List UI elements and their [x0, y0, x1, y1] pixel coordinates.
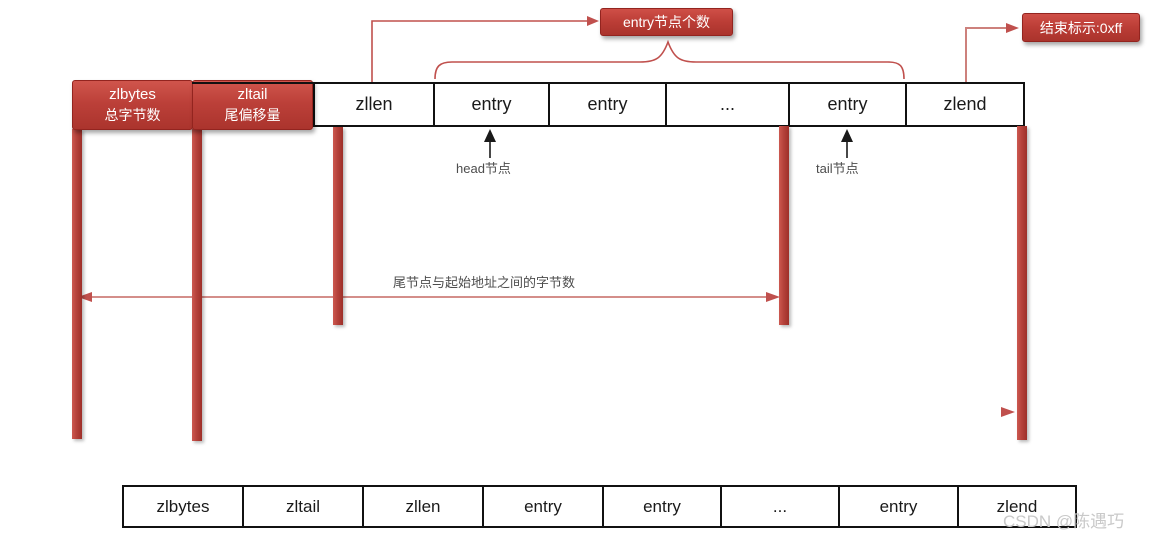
cell-label: zlend — [943, 94, 987, 114]
cell-zllen: zllen — [313, 82, 435, 127]
cell-label: entry — [587, 94, 628, 114]
cell-label: entry — [643, 496, 681, 516]
cell-entry-2: entry — [548, 82, 667, 127]
cell-label: entry — [524, 496, 562, 516]
cell-entry-head: entry — [433, 82, 550, 127]
cell-zlbytes-red: zlbytes 总字节数 — [72, 80, 193, 130]
cell-label: zllen — [405, 496, 441, 516]
cell-entry-tail: entry — [788, 82, 907, 127]
bottom-cell-zltail: zltail — [242, 485, 364, 528]
cell-label: zlbytes — [156, 496, 210, 516]
row-border-segment — [192, 82, 314, 84]
cell-label: zlbytes — [109, 86, 156, 104]
cell-label: entry — [471, 94, 512, 114]
tail-up-arrow-icon — [841, 129, 853, 158]
bottom-cell-entry-tail: entry — [838, 485, 959, 528]
callout-end-marker: 结束标示:0xff — [1022, 13, 1140, 42]
cell-sublabel: 尾偏移量 — [224, 106, 281, 123]
cell-ellipsis: ... — [665, 82, 790, 127]
callout-text: entry节点个数 — [622, 14, 711, 30]
head-up-arrow-icon — [484, 129, 496, 158]
tail-offset-double-arrow — [78, 292, 780, 302]
cell-label: entry — [879, 496, 918, 516]
bottom-cell-zlend: zlend — [957, 485, 1077, 528]
cell-label: zlend — [996, 496, 1038, 516]
cell-label: zltail — [237, 86, 268, 104]
cell-label: zltail — [285, 496, 320, 516]
watermark: CSDN @陈遇巧 — [1003, 512, 1125, 531]
red-marker-bar-zllen — [333, 127, 343, 325]
cell-label: entry — [827, 94, 868, 114]
bottom-cell-zlbytes: zlbytes — [122, 485, 244, 528]
callout-entry-count: entry节点个数 — [600, 8, 733, 36]
cell-sublabel: 总字节数 — [104, 106, 161, 123]
red-marker-bar-tail-entry — [779, 126, 789, 325]
cell-label: zllen — [355, 94, 393, 114]
tail-node-label: tail节点 — [816, 161, 859, 176]
end-marker-arrow — [965, 23, 1019, 82]
tail-offset-label: 尾节点与起始地址之间的字节数 — [392, 275, 575, 290]
red-marker-bar-zlend-end — [1017, 126, 1027, 440]
red-marker-bar-zltail-start — [192, 129, 202, 441]
cell-zltail-red: zltail 尾偏移量 — [192, 80, 313, 130]
head-node-label: head节点 — [456, 161, 511, 176]
red-marker-bar-zlbytes-start — [72, 129, 82, 439]
entry-count-arrow — [371, 16, 599, 82]
callout-text: 结束标示:0xff — [1039, 19, 1123, 36]
bottom-cell-zllen: zllen — [362, 485, 484, 528]
bottom-cell-ellipsis: ... — [720, 485, 840, 528]
total-span-arrow — [143, 407, 1015, 417]
cell-zlend: zlend — [905, 82, 1025, 127]
cell-label: ... — [719, 94, 735, 114]
entry-brace — [434, 39, 905, 80]
bottom-cell-entry-1: entry — [482, 485, 604, 528]
bottom-cell-entry-2: entry — [602, 485, 722, 528]
cell-label: ... — [772, 496, 788, 516]
